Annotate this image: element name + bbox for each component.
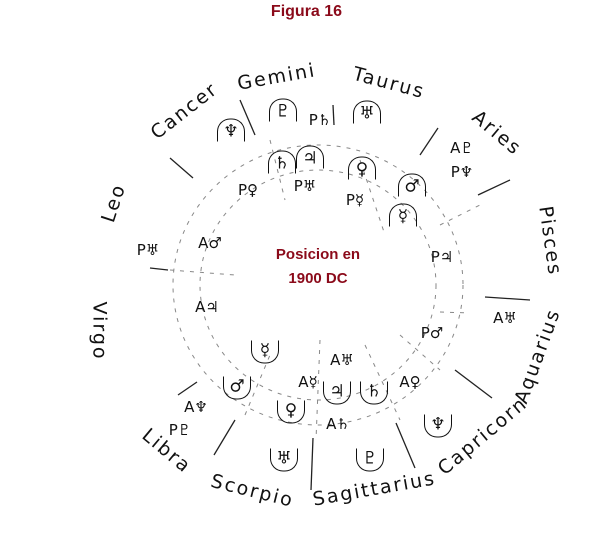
aphelion-mercury: A☿ [298,373,318,391]
perihelion-mars: P♂ [420,324,444,342]
inner-ring [172,144,464,426]
perihelion-mercury: P☿ [345,191,365,209]
node-pluto: ♇ [269,98,297,122]
node-mars: ♂ [398,173,426,197]
center-caption-line1: Posicion en [275,246,361,263]
node-uranus: ♅ [353,100,381,124]
divider-line [419,127,439,156]
node-uranus-lower: ♅ [270,448,298,472]
divider-line [477,179,511,196]
aphelion-saturn: A♄ [326,415,350,433]
node-neptune: ♆ [217,118,245,142]
perihelion-neptune: P♆ [450,163,474,181]
divider-line [310,437,314,491]
aphelion-uranus-2: A♅ [330,351,354,369]
perihelion-saturn: P♄ [308,111,332,129]
node-mars-lower: ♂ [223,376,251,400]
divider-line [454,369,493,399]
node-mercury: ☿ [389,203,417,227]
divider-line [169,157,194,179]
divider-line [484,296,531,301]
node-neptune-lower: ♆ [424,414,452,438]
perihelion-uranus-2: P♅ [136,241,160,259]
node-mercury-lower: ☿ [251,340,279,364]
aphelion-pluto: A♇ [450,139,474,157]
divider-line [177,381,198,396]
divider-line [149,267,169,271]
divider-line [213,419,236,456]
node-saturn-lower: ♄ [360,381,388,405]
perihelion-venus: P♀ [237,181,259,199]
node-pluto-lower: ♇ [356,448,384,472]
sign-virgo: Virgo [88,301,111,361]
divider-line [239,99,256,136]
node-jupiter-lower: ♃ [323,381,351,405]
aphelion-mars: A♂ [198,234,222,252]
aphelion-venus: A♀ [399,373,421,391]
perihelion-jupiter: P♃ [430,248,454,266]
center-caption-line2: 1900 DC [288,270,348,287]
figure-title: Figura 16 [270,3,343,20]
divider-line [395,422,416,469]
aphelion-uranus: A♅ [493,309,517,327]
node-venus-lower: ♀ [277,400,305,424]
perihelion-pluto: P♇ [168,421,192,439]
node-venus: ♀ [348,156,376,180]
node-jupiter: ♃ [296,145,324,169]
divider-line [332,104,335,126]
perihelion-uranus: P♅ [293,177,317,195]
aphelion-jupiter: A♃ [195,298,219,316]
aphelion-neptune: A♆ [184,398,208,416]
node-saturn: ♄ [268,150,296,174]
